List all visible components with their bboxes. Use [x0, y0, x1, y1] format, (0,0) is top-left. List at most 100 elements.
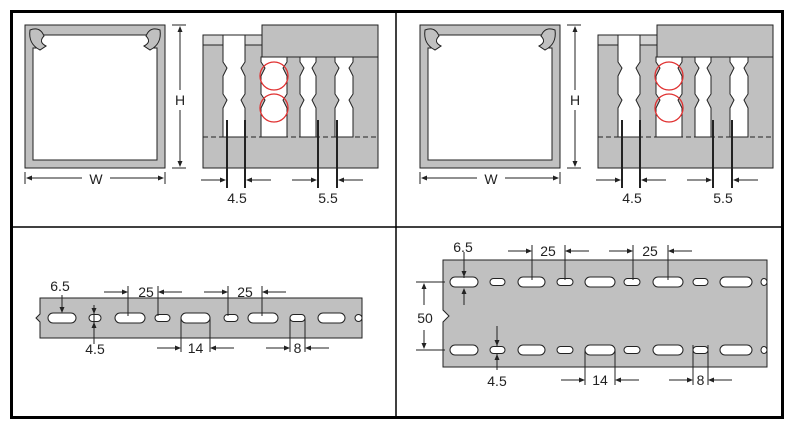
arrow-head — [158, 289, 164, 295]
arrow-head — [246, 177, 252, 183]
slot-height-label: 6.5 — [50, 278, 70, 294]
arrow-head — [579, 377, 585, 383]
arrow-head — [461, 288, 467, 294]
arrow-head — [708, 377, 714, 383]
strip-slot — [584, 276, 616, 288]
long-slot-label: 14 — [592, 372, 608, 388]
arrow-head — [627, 248, 633, 254]
highlight-circle — [654, 93, 684, 123]
strip-slot — [247, 312, 279, 324]
arrow-head — [177, 161, 183, 167]
arrow-head — [572, 161, 578, 167]
tab — [639, 34, 658, 46]
tab — [202, 34, 224, 46]
strip-slot — [449, 276, 479, 288]
strip-slot — [760, 346, 768, 354]
wall-slot — [729, 56, 749, 138]
arrow-head — [305, 345, 311, 351]
strip-slot — [692, 278, 709, 286]
arrow-head — [494, 340, 500, 346]
arrow-head — [615, 377, 621, 383]
pitch-1-label: 25 — [138, 284, 154, 300]
arrow-head — [311, 177, 317, 183]
arrow-head — [421, 343, 427, 349]
arrow-head — [733, 177, 739, 183]
cover-clip-right — [538, 28, 556, 51]
strip-slot — [88, 314, 102, 322]
dim-b-label: 5.5 — [318, 190, 338, 206]
short-slot-label: 8 — [697, 372, 705, 388]
strip-slot — [584, 344, 616, 356]
arrow-head — [26, 175, 32, 181]
cover-clip-right — [143, 28, 161, 51]
strip-slot — [719, 344, 753, 356]
cover-clip-left — [424, 28, 442, 51]
small-height-label: 4.5 — [85, 341, 105, 357]
arrow-head — [59, 307, 65, 313]
strip-slot — [652, 344, 684, 356]
dim-b-label: 5.5 — [713, 190, 733, 206]
short-slot-label: 8 — [294, 340, 302, 356]
strip-slot — [354, 314, 363, 322]
arrow-head — [494, 354, 500, 360]
pitch-2-label: 25 — [642, 243, 658, 259]
strip-slot — [180, 312, 211, 324]
arrow-head — [220, 177, 226, 183]
slot-height-label: 6.5 — [453, 239, 473, 255]
arrow-head — [461, 271, 467, 277]
arrow-head — [158, 175, 164, 181]
row-spacing-label: 50 — [417, 310, 433, 326]
arrow-head — [175, 345, 181, 351]
duct-interior — [32, 34, 158, 161]
strip-slot — [154, 314, 171, 322]
cover-block — [656, 24, 774, 58]
tab — [244, 34, 263, 46]
highlight-circle — [259, 61, 289, 91]
dim-a-label: 4.5 — [227, 190, 247, 206]
arrow-head — [210, 345, 216, 351]
arrow-head — [91, 322, 97, 328]
strip-slot — [760, 278, 768, 286]
arrow-head — [91, 308, 97, 314]
arrow-head — [421, 175, 427, 181]
width-label: W — [89, 171, 103, 187]
panel-top-left: H W 4.5 5.5 — [24, 24, 379, 206]
arrow-head — [641, 177, 647, 183]
arrow-head — [706, 177, 712, 183]
panel-bottom-left: 6.5 4.5 25 25 14 8 — [35, 278, 363, 357]
strip-slot — [317, 312, 346, 324]
arrow-head — [687, 377, 693, 383]
strip-slot — [623, 346, 641, 354]
tab — [597, 34, 619, 46]
arrow-head — [615, 177, 621, 183]
strip-slot — [114, 312, 146, 324]
highlight-circle — [259, 93, 289, 123]
cover-clip-left — [29, 28, 47, 51]
arrow-head — [262, 289, 268, 295]
arrow-head — [338, 177, 344, 183]
strip-slot — [47, 312, 77, 324]
arrow-head — [122, 289, 128, 295]
strip-slot — [692, 346, 709, 354]
duct-interior — [427, 34, 553, 161]
arrow-head — [565, 248, 571, 254]
strip-slot — [489, 346, 506, 354]
pitch-2-label: 25 — [237, 284, 253, 300]
highlight-circle — [654, 61, 684, 91]
strip-slot — [489, 278, 506, 286]
arrow-head — [421, 283, 427, 289]
arrow-head — [553, 175, 559, 181]
height-label: H — [175, 92, 185, 108]
arrow-head — [668, 248, 674, 254]
strip-slot — [623, 278, 641, 286]
strip-slot — [223, 314, 239, 322]
arrow-head — [284, 345, 290, 351]
long-slot-label: 14 — [188, 340, 204, 356]
dim-a-label: 4.5 — [622, 190, 642, 206]
strip-slot — [449, 344, 479, 356]
small-height-label: 4.5 — [487, 373, 507, 389]
arrow-head — [177, 26, 183, 32]
